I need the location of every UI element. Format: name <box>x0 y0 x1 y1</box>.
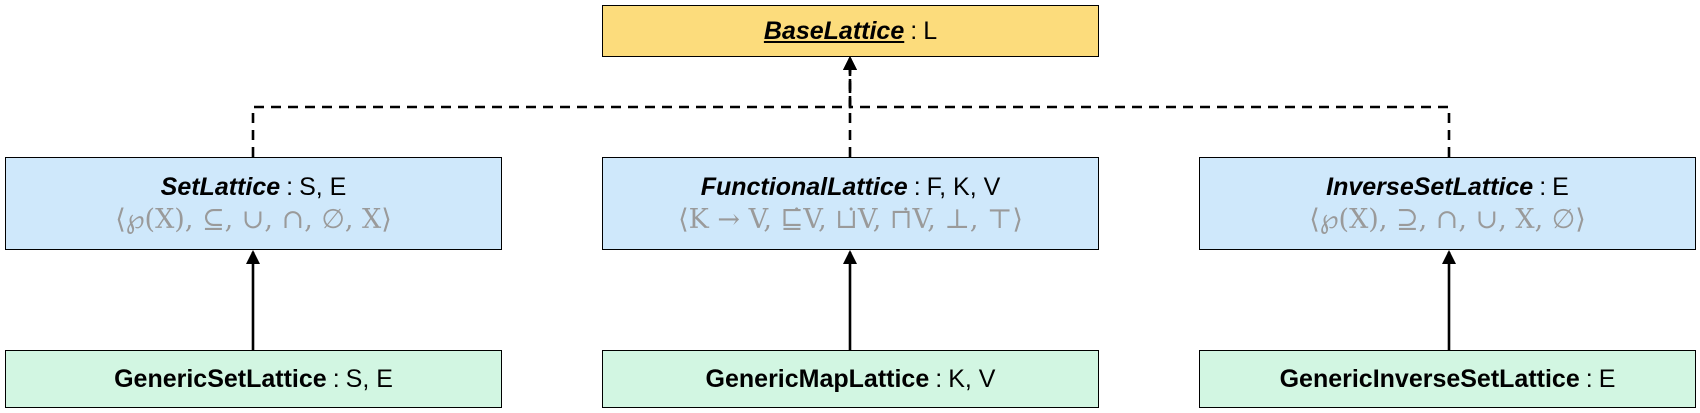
separator: : <box>910 17 918 45</box>
node-genericsetlattice-title: GenericSetLattice:S, E <box>114 364 393 394</box>
lattice-formula: ⟨K → V, ⊑̇V, ⊔̇V, ⊓̇V, ⊥, ⊤⟩ <box>678 203 1023 235</box>
class-name: GenericInverseSetLattice <box>1279 365 1580 393</box>
edge-setlattice-to-baselattice <box>251 56 857 157</box>
node-genericmaplattice-title: GenericMapLattice:K, V <box>706 364 996 394</box>
lattice-formula: ⟨℘(X), ⊇, ∩, ∪, X, ∅⟩ <box>1309 203 1586 235</box>
type-params: E <box>1552 172 1569 201</box>
type-params: E <box>1598 365 1616 393</box>
separator: : <box>332 365 340 393</box>
node-genericinversesetlattice: GenericInverseSetLattice:E <box>1199 350 1696 408</box>
class-name: GenericMapLattice <box>705 365 930 393</box>
type-params: F, K, V <box>926 172 1001 201</box>
separator: : <box>286 172 294 201</box>
node-inversesetlattice-title: InverseSetLattice:E <box>1326 172 1569 202</box>
class-name: GenericSetLattice <box>114 365 327 393</box>
separator: : <box>1585 365 1593 393</box>
node-setlattice: SetLattice:S, E ⟨℘(X), ⊆, ∪, ∩, ∅, X⟩ <box>5 157 502 250</box>
node-genericmaplattice: GenericMapLattice:K, V <box>602 350 1099 408</box>
node-baselattice: BaseLattice:L <box>602 5 1099 57</box>
class-name: BaseLattice <box>763 17 905 45</box>
edge-inversesetlattice-to-baselattice <box>843 56 1451 157</box>
separator: : <box>935 365 943 393</box>
node-inversesetlattice: InverseSetLattice:E ⟨℘(X), ⊇, ∩, ∪, X, ∅… <box>1199 157 1696 250</box>
class-name: FunctionalLattice <box>700 172 908 201</box>
node-genericinversesetlattice-title: GenericInverseSetLattice:E <box>1280 364 1616 394</box>
separator: : <box>1539 172 1547 201</box>
class-name: InverseSetLattice <box>1326 172 1534 201</box>
node-genericsetlattice: GenericSetLattice:S, E <box>5 350 502 408</box>
lattice-formula: ⟨℘(X), ⊆, ∪, ∩, ∅, X⟩ <box>115 203 392 235</box>
class-name: SetLattice <box>160 172 281 201</box>
type-params: S, E <box>299 172 347 201</box>
node-setlattice-title: SetLattice:S, E <box>161 172 347 202</box>
node-baselattice-title: BaseLattice:L <box>764 16 937 46</box>
type-params: S, E <box>345 365 393 393</box>
separator: : <box>913 172 921 201</box>
type-params: L <box>923 17 938 45</box>
node-functionallattice: FunctionalLattice:F, K, V ⟨K → V, ⊑̇V, ⊔… <box>602 157 1099 250</box>
type-params: K, V <box>948 365 996 393</box>
node-functionallattice-title: FunctionalLattice:F, K, V <box>701 172 1001 202</box>
